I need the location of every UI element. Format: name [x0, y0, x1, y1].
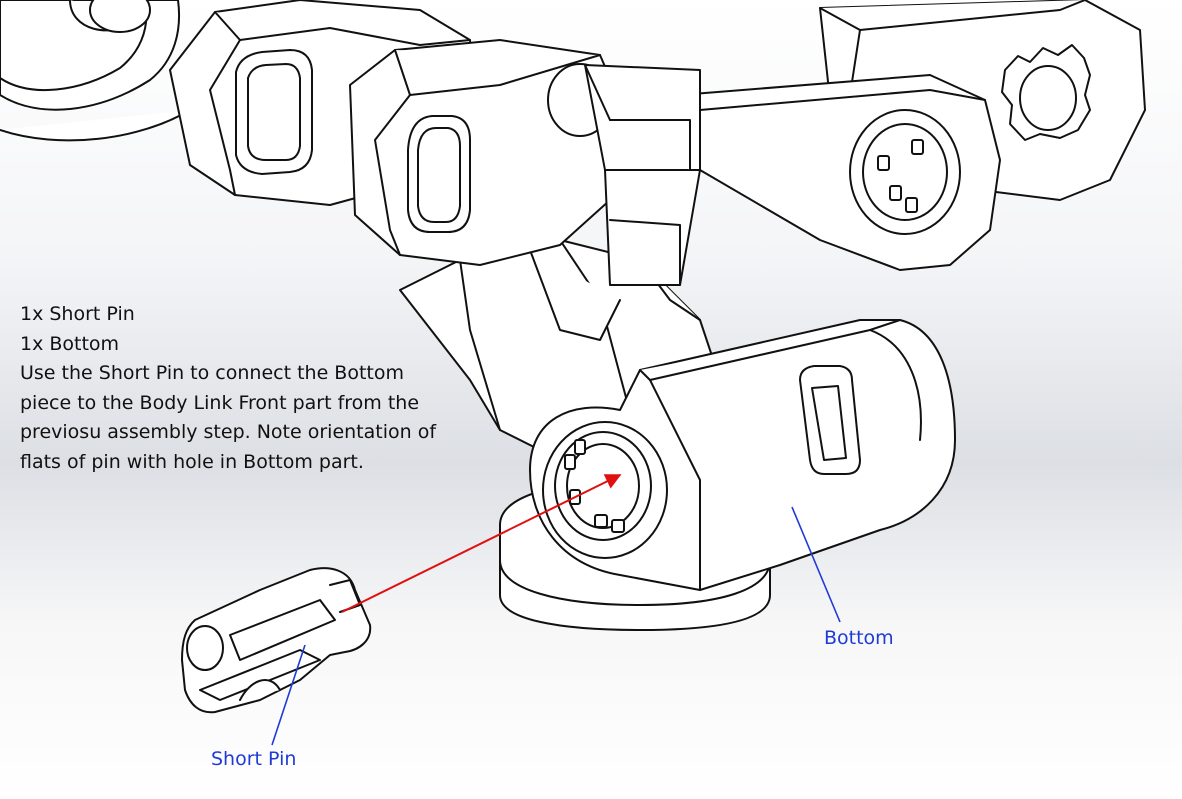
vertical-connector [584, 64, 701, 286]
instruction-line: 1x Short Pin [20, 303, 135, 325]
callout-short-pin: Short Pin [211, 748, 297, 770]
leader-line-short-pin [271, 644, 306, 746]
instruction-line: previosu assembly step. Note orientation… [20, 421, 437, 443]
leader-line-bottom [791, 506, 841, 623]
assembly-arrow [341, 474, 622, 613]
instruction-line: piece to the Body Link Front part from t… [20, 391, 420, 414]
assembly-instructions: 1x Short Pin 1x Bottom Use the Short Pin… [20, 300, 470, 477]
upper-left-link [0, 0, 191, 142]
upper-body-link-center [349, 39, 616, 266]
short-pin [181, 567, 372, 714]
instruction-line: flats of pin with hole in Bottom part. [20, 450, 364, 473]
bottom-part [529, 319, 956, 591]
instruction-line: Use the Short Pin to connect the Bottom [20, 362, 404, 384]
instruction-line: 1x Bottom [20, 332, 120, 355]
middle-right-link [679, 74, 1001, 271]
callout-bottom: Bottom [824, 627, 894, 649]
